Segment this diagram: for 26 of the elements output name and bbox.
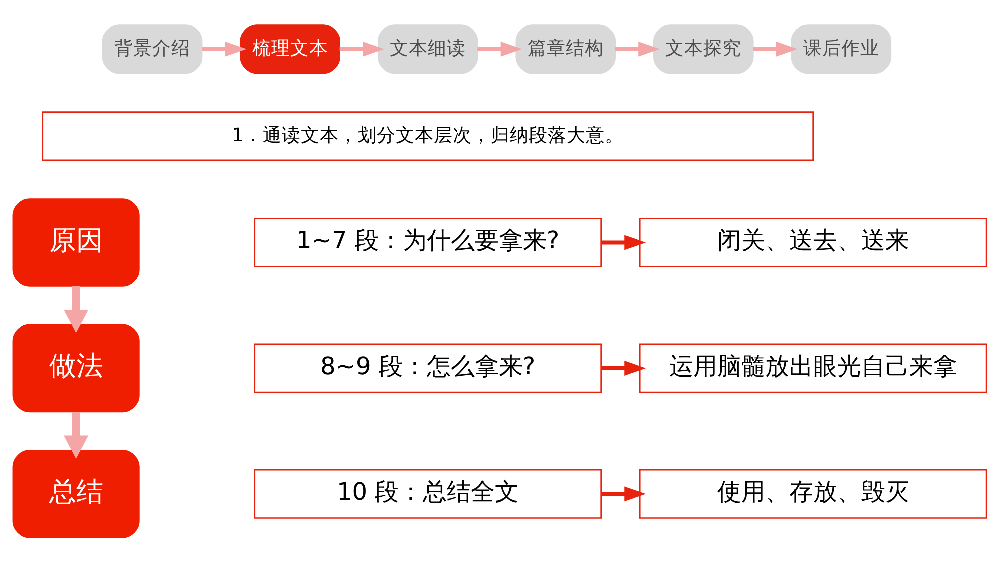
arrow [478,42,522,57]
node-box: 文本细读 [378,24,478,74]
node-box: 文本探究 [654,24,754,74]
arrow [202,42,247,57]
arrow [602,486,646,502]
node-box: 课后作业 [791,24,892,74]
node-box: 使用、存放、毁灭 [639,469,988,519]
node-box: 闭关、送去、送来 [639,218,988,268]
node-box: 总结 [12,450,140,538]
node-box: 做法 [12,324,140,413]
node-box: 运用脑髓放出眼光自己来拿 [639,344,988,394]
arrow [64,286,89,334]
node-box: 篇章结构 [516,24,616,74]
arrow [340,42,385,57]
node-box: 10 段：总结全文 [254,469,602,519]
arrow [602,360,646,376]
arrow [615,42,660,57]
arrow [753,42,798,57]
node-box: 原因 [12,198,140,287]
node-box: 8~9 段：怎么拿来? [254,344,602,394]
node-box: 背景介绍 [102,24,203,74]
node-box: 梳理文本 [240,24,340,74]
arrow [602,235,646,250]
node-box: 1．通读文本，划分文本层次，归纳段落大意。 [42,112,814,162]
arrow [64,412,89,460]
node-box: 1~7 段：为什么要拿来? [254,218,602,268]
